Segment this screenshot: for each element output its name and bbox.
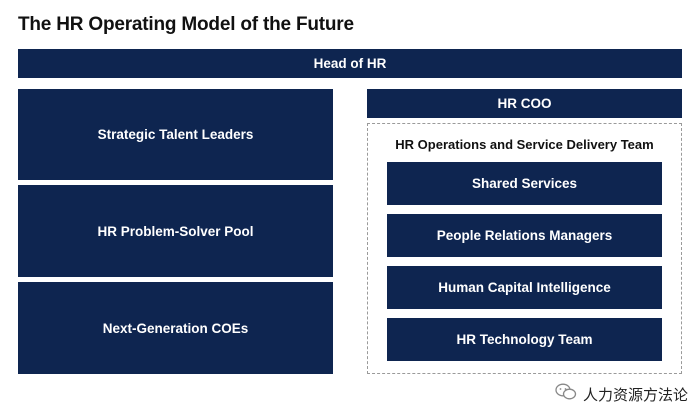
left-box-hr-problem-solver-pool: HR Problem-Solver Pool: [18, 185, 333, 277]
head-of-hr-box: Head of HR: [18, 49, 682, 78]
watermark-text: 人力资源方法论: [582, 385, 688, 404]
diagram-title: The HR Operating Model of the Future: [18, 14, 354, 35]
watermark: 人力资源方法论: [555, 383, 688, 405]
ops-box-shared-services: Shared Services: [387, 162, 662, 205]
ops-team-title: HR Operations and Service Delivery Team: [395, 137, 654, 152]
wechat-icon: [555, 383, 577, 405]
ops-box-hr-technology-team: HR Technology Team: [387, 318, 662, 361]
ops-team-dashed-container: [367, 123, 682, 374]
hr-coo-box: HR COO: [367, 89, 682, 118]
left-box-next-generation-coes: Next-Generation COEs: [18, 282, 333, 374]
left-box-strategic-talent-leaders: Strategic Talent Leaders: [18, 89, 333, 180]
ops-box-human-capital-intelligence: Human Capital Intelligence: [387, 266, 662, 309]
ops-box-people-relations-managers: People Relations Managers: [387, 214, 662, 257]
